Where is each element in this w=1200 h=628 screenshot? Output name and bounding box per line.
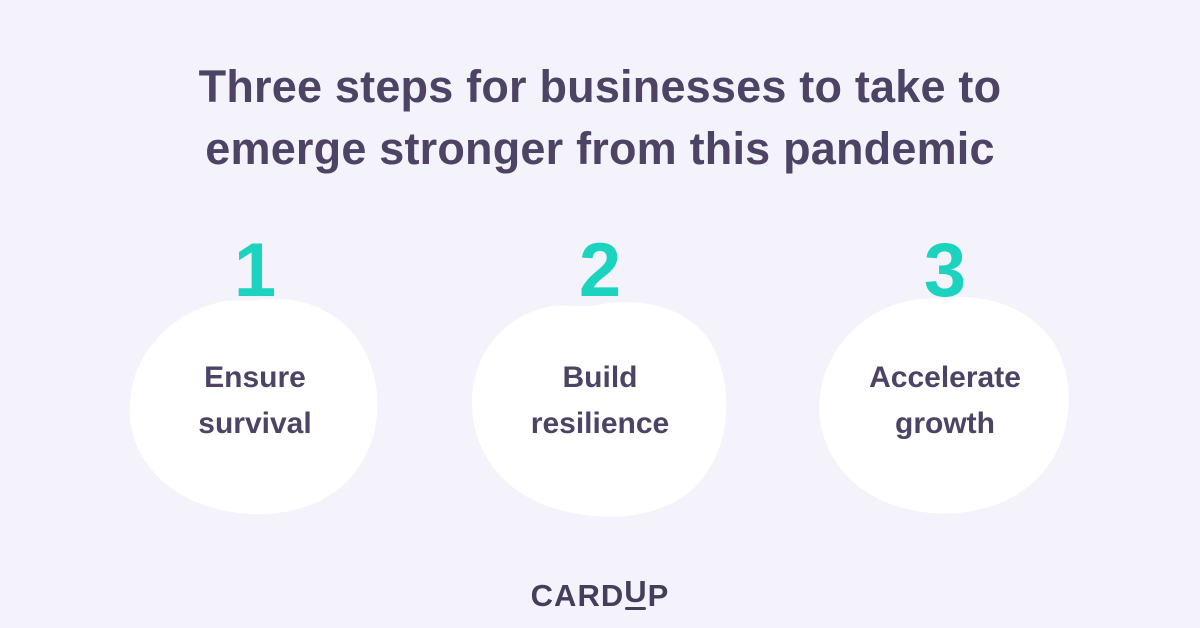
blob-shape-icon (471, 301, 727, 517)
step-2: 2 Build resilience (463, 228, 738, 522)
step-2-blob: Build resilience (464, 290, 736, 522)
blob-shape-icon (129, 298, 378, 515)
step-1-number: 1 (233, 228, 277, 313)
step-1-label: Ensure survival (198, 361, 312, 440)
step-1-blob: Ensure survival (119, 290, 391, 522)
step-1: 1 Ensure survival (118, 228, 393, 522)
logo-underline (625, 607, 646, 610)
steps-row: 1 Ensure survival 2 Build resilience 3 (0, 228, 1200, 522)
step-3: 3 Accelerate growth (808, 228, 1083, 522)
logo-letter-u-wrap: U (624, 574, 647, 614)
step-2-label: Build resilience (530, 361, 670, 440)
logo-text-p: P (647, 578, 670, 613)
step-3-label: Accelerate growth (869, 361, 1021, 440)
step-2-number: 2 (578, 228, 622, 313)
page-title: Three steps for businesses to take to em… (198, 61, 1002, 175)
logo-text-card: CARD (530, 578, 625, 613)
step-3-blob: Accelerate growth (809, 290, 1081, 522)
blob-shape-icon (819, 296, 1069, 514)
logo-letter-u: U (624, 574, 648, 609)
step-3-number: 3 (923, 228, 967, 313)
